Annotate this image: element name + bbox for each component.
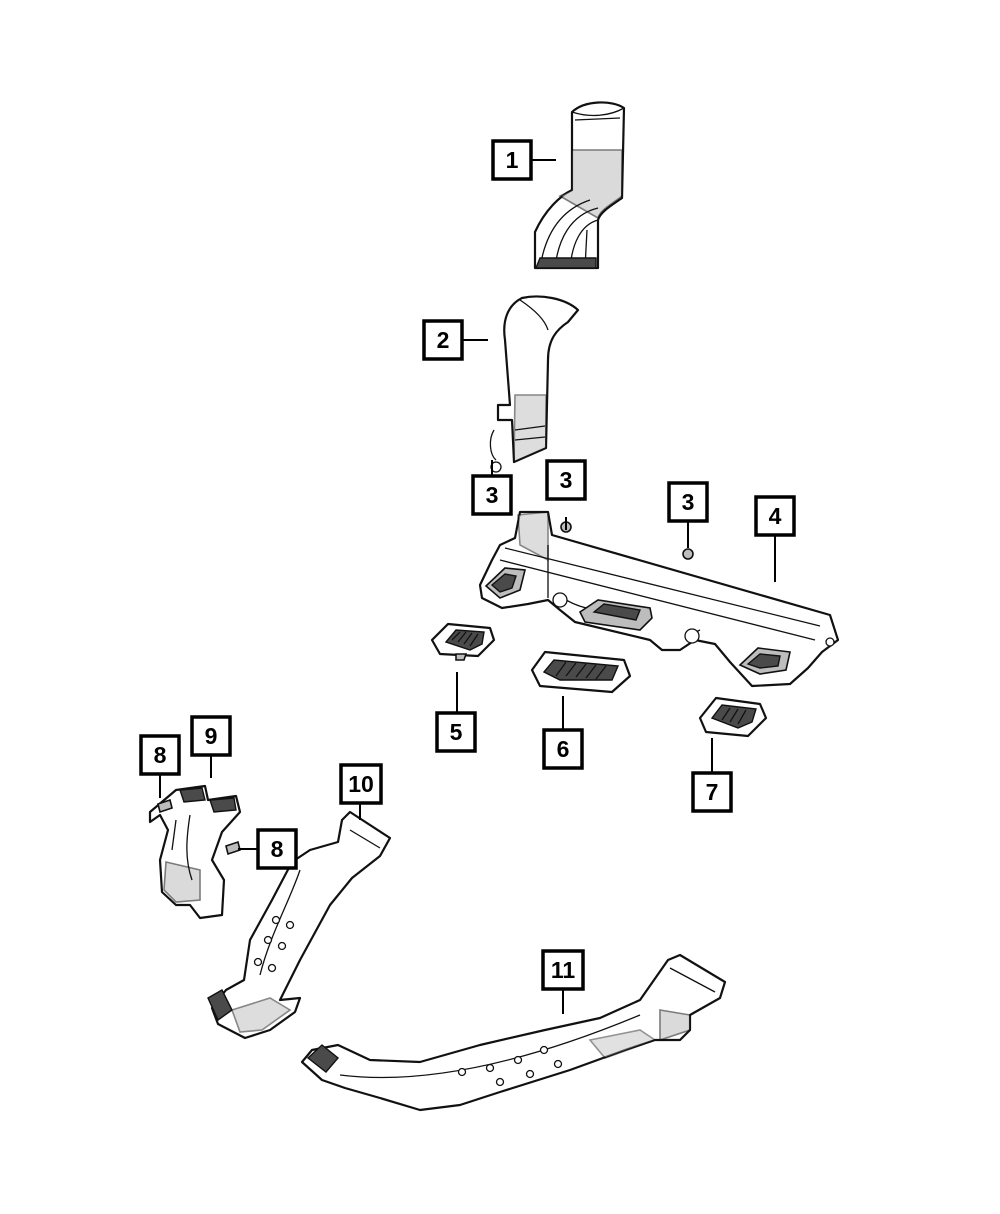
- callout-5-label: 5: [450, 719, 463, 745]
- callout-4-label: 4: [769, 503, 782, 529]
- callout-7: 7: [691, 771, 733, 813]
- callout-8-b: 8: [256, 828, 298, 870]
- callout-2-label: 2: [437, 327, 450, 353]
- callout-3-a: 3: [471, 474, 513, 516]
- part-5-vent: [430, 622, 496, 661]
- callout-10-label: 10: [348, 771, 374, 797]
- part-9-side-duct: [148, 784, 242, 920]
- callout-1: 1: [491, 139, 533, 181]
- callout-3c-label: 3: [682, 489, 695, 515]
- callout-5: 5: [435, 711, 477, 753]
- callout-3a-label: 3: [486, 482, 499, 508]
- callout-2: 2: [422, 319, 464, 361]
- callout-10: 10: [339, 763, 383, 805]
- part-10-curved-duct: [207, 810, 392, 1040]
- part-1-upper-duct: [533, 101, 626, 270]
- callout-9-label: 9: [205, 723, 218, 749]
- callout-8b-label: 8: [271, 836, 284, 862]
- part-2-lower-duct: [489, 295, 580, 473]
- callout-11: 11: [541, 949, 585, 991]
- leader-lines: [159, 159, 776, 1014]
- callout-8-a: 8: [139, 734, 181, 776]
- callout-6-label: 6: [557, 736, 570, 762]
- part-6-vent: [530, 650, 632, 694]
- part-11-long-duct: [300, 953, 727, 1112]
- callout-3-b: 3: [545, 459, 587, 501]
- callout-7-label: 7: [706, 779, 719, 805]
- callout-6: 6: [542, 728, 584, 770]
- callout-3-c: 3: [667, 481, 709, 523]
- callout-9: 9: [190, 715, 232, 757]
- callout-8a-label: 8: [154, 742, 167, 768]
- callout-11-label: 11: [551, 957, 576, 983]
- callout-1-label: 1: [506, 147, 519, 173]
- part-4-panel: [478, 510, 840, 688]
- part-7-vent: [698, 696, 768, 738]
- callout-3b-label: 3: [560, 467, 573, 493]
- callout-4: 4: [754, 495, 796, 537]
